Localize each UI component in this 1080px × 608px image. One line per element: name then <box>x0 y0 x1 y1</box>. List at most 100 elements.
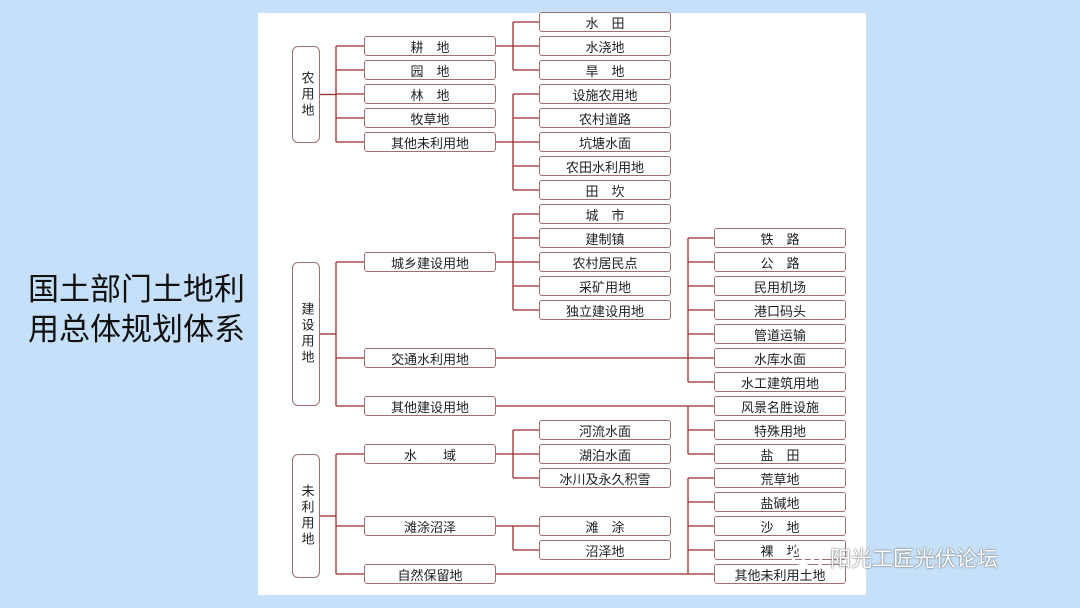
level4-node-3-label: 港口码头 <box>753 304 806 320</box>
level3-node-7: 田 坎 <box>539 180 671 200</box>
level4-node-11: 盐碱地 <box>714 492 846 512</box>
level3-node-3-label: 设施农用地 <box>572 88 638 104</box>
level3-node-10: 农村居民点 <box>539 252 671 272</box>
level3-node-8-label: 城 市 <box>585 208 625 224</box>
level3-node-14: 湖泊水面 <box>539 444 671 464</box>
level2-node-4-label: 其他未利用地 <box>390 136 469 152</box>
level3-node-7-label: 田 坎 <box>585 184 625 200</box>
level3-node-13: 河流水面 <box>539 420 671 440</box>
level4-node-0-label: 铁 路 <box>760 232 800 248</box>
level3-node-15: 冰川及永久积雪 <box>539 468 671 488</box>
level4-node-10: 荒草地 <box>714 468 846 488</box>
level3-node-13-label: 河流水面 <box>578 424 631 440</box>
level3-node-17: 沼泽地 <box>539 540 671 560</box>
level3-node-10-label: 农村居民点 <box>572 256 638 272</box>
root-node-1: 建设用地 <box>292 262 320 406</box>
level3-node-9-label: 建制镇 <box>585 232 625 248</box>
level3-node-4-label: 农村道路 <box>578 112 631 128</box>
level4-node-8: 特殊用地 <box>714 420 846 440</box>
level4-node-7: 风景名胜设施 <box>714 396 846 416</box>
level3-node-1-label: 水浇地 <box>585 40 625 56</box>
level2-node-10-label: 自然保留地 <box>397 568 463 584</box>
level2-node-10: 自然保留地 <box>364 564 496 584</box>
level4-node-14: 其他未利用土地 <box>714 564 846 584</box>
level4-node-14-label: 其他未利用土地 <box>734 568 826 584</box>
level3-node-11-label: 采矿用地 <box>578 280 631 296</box>
root-node-0-label: 农用地 <box>298 70 314 119</box>
level2-node-5: 城乡建设用地 <box>364 252 496 272</box>
level4-node-6-label: 水工建筑用地 <box>740 376 819 392</box>
level4-node-9: 盐 田 <box>714 444 846 464</box>
level3-node-14-label: 湖泊水面 <box>578 448 631 464</box>
level2-node-7-label: 其他建设用地 <box>390 400 469 416</box>
tree-nodes: 农用地建设用地未利用地 耕 地园 地林 地牧草地其他未利用地城乡建设用地交通水利用… <box>258 12 866 595</box>
level4-node-2: 民用机场 <box>714 276 846 296</box>
level2-node-2: 林 地 <box>364 84 496 104</box>
level4-node-13-label: 裸 地 <box>760 544 800 560</box>
level4-node-11-label: 盐碱地 <box>760 496 800 512</box>
level2-node-1-label: 园 地 <box>410 64 450 80</box>
level2-node-6-label: 交通水利用地 <box>390 352 469 368</box>
level4-node-6: 水工建筑用地 <box>714 372 846 392</box>
level2-node-2-label: 林 地 <box>410 88 450 104</box>
level3-node-1: 水浇地 <box>539 36 671 56</box>
level2-node-9: 滩涂沼泽 <box>364 516 496 536</box>
level3-node-9: 建制镇 <box>539 228 671 248</box>
level3-node-2: 旱 地 <box>539 60 671 80</box>
level4-node-4-label: 管道运输 <box>753 328 806 344</box>
level4-node-1: 公 路 <box>714 252 846 272</box>
level2-node-0-label: 耕 地 <box>410 40 450 56</box>
title-line-2: 用总体规划体系 <box>28 312 245 348</box>
level2-node-6: 交通水利用地 <box>364 348 496 368</box>
level3-node-11: 采矿用地 <box>539 276 671 296</box>
root-node-0: 农用地 <box>292 46 320 143</box>
level3-node-16: 滩 涂 <box>539 516 671 536</box>
level3-node-16-label: 滩 涂 <box>585 520 625 536</box>
connector-lines <box>320 21 714 575</box>
level4-node-5: 水库水面 <box>714 348 846 368</box>
level4-node-2-label: 民用机场 <box>753 280 806 296</box>
level4-node-0: 铁 路 <box>714 228 846 248</box>
level3-node-12: 独立建设用地 <box>539 300 671 320</box>
level3-node-6-label: 农田水利用地 <box>565 160 644 176</box>
level4-node-4: 管道运输 <box>714 324 846 344</box>
level2-node-8: 水 域 <box>364 444 496 464</box>
level4-node-10-label: 荒草地 <box>760 472 800 488</box>
level4-node-12: 沙 地 <box>714 516 846 536</box>
level4-node-7-label: 风景名胜设施 <box>740 400 819 416</box>
tree-diagram-panel: 农用地建设用地未利用地 耕 地园 地林 地牧草地其他未利用地城乡建设用地交通水利用… <box>258 12 866 595</box>
level4-node-12-label: 沙 地 <box>760 520 800 536</box>
level3-node-2-label: 旱 地 <box>585 64 625 80</box>
level3-node-17-label: 沼泽地 <box>585 544 625 560</box>
level3-node-5: 坑塘水面 <box>539 132 671 152</box>
level3-node-3: 设施农用地 <box>539 84 671 104</box>
level4-node-8-label: 特殊用地 <box>753 424 806 440</box>
level2-node-1: 园 地 <box>364 60 496 80</box>
level2-node-5-label: 城乡建设用地 <box>390 256 469 272</box>
level3-node-0-label: 水 田 <box>585 16 625 32</box>
level2-node-3-label: 牧草地 <box>410 112 450 128</box>
level3-node-8: 城 市 <box>539 204 671 224</box>
level4-node-9-label: 盐 田 <box>760 448 800 464</box>
level2-node-7: 其他建设用地 <box>364 396 496 416</box>
level3-node-12-label: 独立建设用地 <box>565 304 644 320</box>
root-node-1-label: 建设用地 <box>298 302 314 366</box>
level3-node-0: 水 田 <box>539 12 671 32</box>
level3-node-15-label: 冰川及永久积雪 <box>559 472 651 488</box>
level2-node-4: 其他未利用地 <box>364 132 496 152</box>
level4-node-1-label: 公 路 <box>760 256 800 272</box>
level4-node-3: 港口码头 <box>714 300 846 320</box>
level4-node-13: 裸 地 <box>714 540 846 560</box>
level4-node-5-label: 水库水面 <box>753 352 806 368</box>
title-line-1: 国土部门土地利 <box>28 272 245 308</box>
level2-node-8-label: 水 域 <box>403 448 456 464</box>
diagram-title: 国土部门土地利 用总体规划体系 <box>28 270 260 350</box>
root-node-2-label: 未利用地 <box>298 484 314 548</box>
level2-node-9-label: 滩涂沼泽 <box>403 520 456 536</box>
root-node-2: 未利用地 <box>292 454 320 578</box>
level2-node-0: 耕 地 <box>364 36 496 56</box>
level3-node-4: 农村道路 <box>539 108 671 128</box>
level3-node-5-label: 坑塘水面 <box>578 136 631 152</box>
level3-node-6: 农田水利用地 <box>539 156 671 176</box>
level2-node-3: 牧草地 <box>364 108 496 128</box>
